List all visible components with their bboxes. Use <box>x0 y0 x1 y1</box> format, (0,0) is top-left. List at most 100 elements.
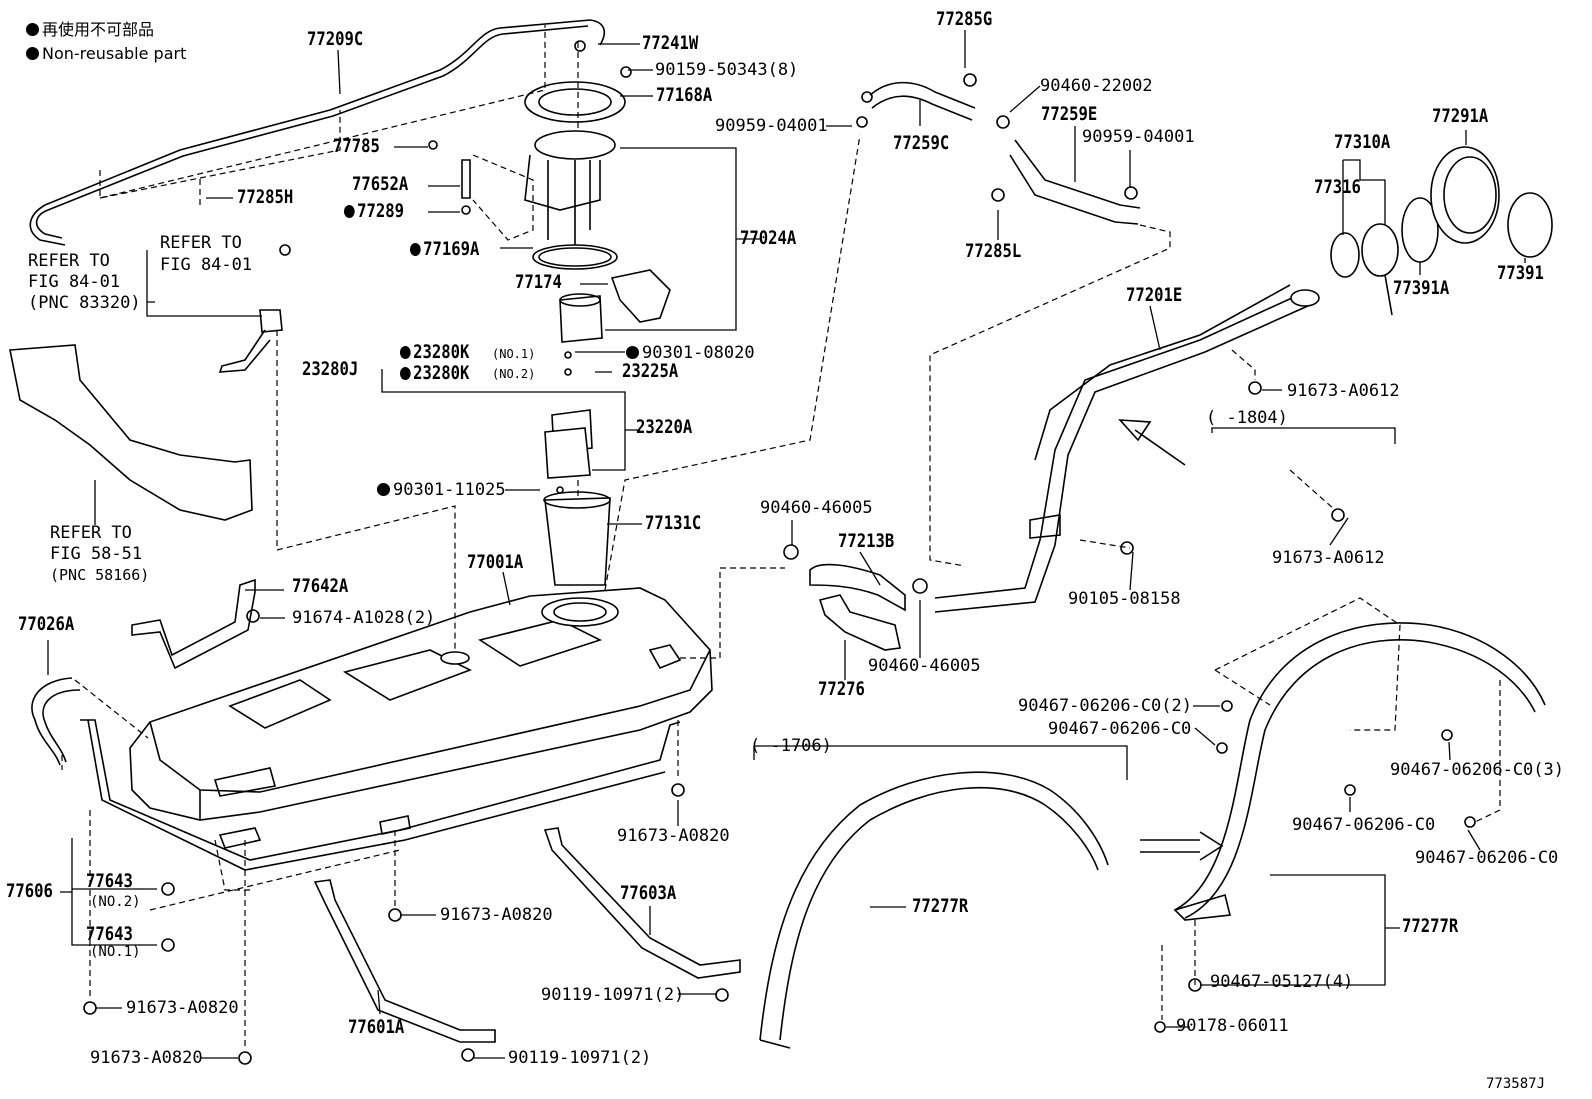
fig-58-51: FIG 58-51 <box>50 544 143 564</box>
part-90159-50343: 90159-50343(8) <box>655 60 799 80</box>
part-90301-11025: 90301-11025 <box>377 482 506 499</box>
hose-77276-drawing <box>818 594 901 651</box>
part-77643-no1-tag: (NO.1) <box>90 944 141 960</box>
part-90467-06206-c0-c: 90467-06206-C0 <box>1415 848 1559 868</box>
part-90119-10971-a: 90119-10971(2) <box>541 985 685 1005</box>
part-90467-06206-c0-a: 90467-06206-C0 <box>1048 719 1192 739</box>
pnc-83320: (PNC 83320) <box>28 293 141 313</box>
refer-to-left: REFER TO <box>28 251 110 271</box>
part-77209c: 77209C <box>307 28 364 50</box>
fuel-tank-drawing <box>129 587 713 821</box>
part-90959-04001-right: 90959-04001 <box>1082 127 1195 147</box>
part-90460-46005-bottom: 90460-46005 <box>868 656 981 676</box>
part-23280k-no2: 23280K <box>400 364 469 383</box>
pnc-58166: (PNC 58166) <box>50 566 150 584</box>
part-77259e: 77259E <box>1041 103 1098 125</box>
part-90105-08158: 90105-08158 <box>1068 589 1181 609</box>
part-77001a: 77001A <box>467 551 524 573</box>
part-77131c: 77131C <box>645 512 702 534</box>
part-90467-05127: 90467-05127(4) <box>1210 972 1354 992</box>
nonreusable-dot-icon <box>26 47 39 60</box>
part-23280k-no2-tag: (NO.2) <box>492 367 536 381</box>
part-77168a: 77168A <box>656 84 713 106</box>
part-90119-10971-b: 90119-10971(2) <box>508 1048 652 1068</box>
part-91673-a0612-inset: 91673-A0612 <box>1272 548 1385 568</box>
part-23280j: 23280J <box>302 358 359 380</box>
part-77785: 77785 <box>333 135 380 157</box>
part-23280k-no1-tag: (NO.1) <box>492 347 536 361</box>
part-91673-a0820-c: 91673-A0820 <box>126 998 239 1018</box>
figure-code: 773587J <box>1486 1076 1546 1092</box>
part-91673-a0820-a: 91673-A0820 <box>617 826 730 846</box>
part-77241w: 77241W <box>642 32 699 54</box>
sender-gauge-drawing <box>218 309 283 373</box>
part-77652a: 77652A <box>352 173 409 195</box>
part-77289: 77289 <box>344 202 404 221</box>
refer-to-right: REFER TO <box>160 233 242 253</box>
part-77174: 77174 <box>515 271 562 293</box>
part-90178-06011: 90178-06011 <box>1176 1016 1289 1036</box>
hose-77213b-drawing <box>809 563 906 612</box>
part-77285h: 77285H <box>237 186 294 208</box>
hose-77259c-drawing <box>869 81 976 109</box>
part-77391a: 77391A <box>1393 277 1450 299</box>
part-77643-no2-tag: (NO.2) <box>90 894 141 910</box>
filler-pipe-drawing <box>934 284 1320 613</box>
bracket-77642a-drawing <box>131 578 256 670</box>
arrow-diag-drawing <box>1118 419 1186 466</box>
part-77642a: 77642A <box>292 575 349 597</box>
part-77603a: 77603A <box>620 882 677 904</box>
arrow-right-drawing <box>1140 831 1224 861</box>
part-77169a: 77169A <box>410 240 479 259</box>
dashed-lines <box>61 25 1501 1050</box>
fuel-pump-module-drawing <box>524 81 671 586</box>
part-90467-06206-c0-3: 90467-06206-C0(3) <box>1390 760 1564 780</box>
part-77391: 77391 <box>1497 262 1544 284</box>
fender-liner-right-drawing <box>1173 622 1546 921</box>
part-90301-08020: 90301-08020 <box>626 345 755 362</box>
hose-77026a-drawing <box>31 677 73 766</box>
part-77643-no2: 77643 <box>86 870 133 892</box>
part-77310a: 77310A <box>1334 131 1391 153</box>
legend-nonreusable-jp: 再使用不可部品 <box>26 22 154 38</box>
part-77316: 77316 <box>1314 176 1361 198</box>
range-1706: ( -1706) <box>750 736 832 756</box>
part-77024a: 77024A <box>740 227 797 249</box>
part-23280k-no1: 23280K <box>400 343 469 362</box>
part-23225a: 23225A <box>622 360 679 382</box>
part-77601a: 77601A <box>348 1016 405 1038</box>
leader-lines <box>47 30 1526 1059</box>
part-91674-a1028: 91674-A1028(2) <box>292 608 436 628</box>
nonreusable-dot-icon <box>400 346 411 359</box>
part-90467-06206-c0-2: 90467-06206-C0(2) <box>1018 696 1192 716</box>
part-91673-a0820-b: 91673-A0820 <box>440 905 553 925</box>
tank-straps-drawing <box>313 827 741 1043</box>
part-90959-04001-left: 90959-04001 <box>715 116 828 136</box>
fender-liner-left-drawing <box>759 771 1109 1049</box>
part-91673-a0820-d: 91673-A0820 <box>90 1048 203 1068</box>
part-77285l: 77285L <box>965 240 1022 262</box>
part-77285g: 77285G <box>936 8 993 30</box>
refer-to-58: REFER TO <box>50 523 132 543</box>
nonreusable-dot-icon <box>344 205 355 218</box>
fig-84-01-left: FIG 84-01 <box>28 272 121 292</box>
fig-84-01-right: FIG 84-01 <box>160 255 253 275</box>
part-77026a: 77026A <box>18 613 75 635</box>
hose-77259e-drawing <box>1009 139 1141 225</box>
part-77291a: 77291A <box>1432 105 1489 127</box>
legend-nonreusable-en: Non-reusable part <box>26 46 186 62</box>
part-77213b: 77213B <box>838 530 895 552</box>
nonreusable-dot-icon <box>400 367 411 380</box>
nonreusable-dot-icon <box>410 243 421 256</box>
part-77276: 77276 <box>818 678 865 700</box>
nonreusable-dot-icon <box>626 346 639 359</box>
heat-shield-drawing <box>9 344 253 521</box>
part-90467-06206-c0-b: 90467-06206-C0 <box>1292 815 1436 835</box>
part-23220a: 23220A <box>636 416 693 438</box>
part-77606: 77606 <box>6 880 53 902</box>
part-77277r-right: 77277R <box>1402 915 1459 937</box>
part-90460-22002: 90460-22002 <box>1040 76 1153 96</box>
nonreusable-dot-icon <box>26 23 39 36</box>
